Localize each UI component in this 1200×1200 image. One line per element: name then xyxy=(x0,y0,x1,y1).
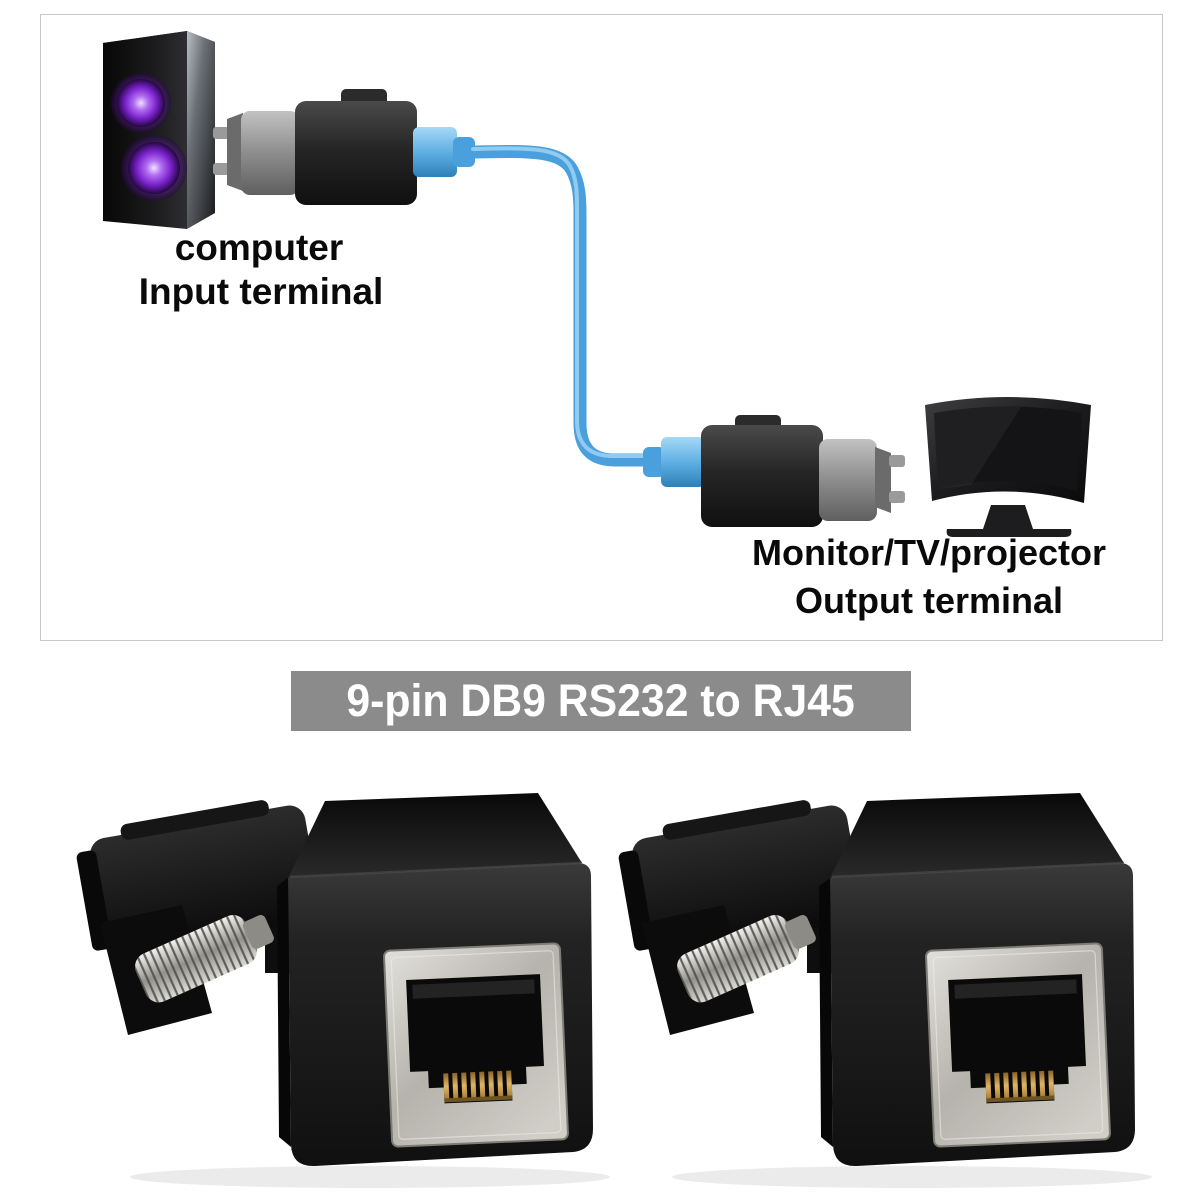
connection-diagram-box: computer Input terminal Monitor/TV/proje… xyxy=(40,14,1163,641)
db9-connector-icon xyxy=(875,447,891,513)
connection-diagram-graphic xyxy=(103,31,1091,537)
computer-tower-icon xyxy=(103,31,215,229)
db9-connector-icon xyxy=(227,113,243,191)
banner-title: 9-pin DB9 RS232 to RJ45 xyxy=(346,675,856,726)
monitor-icon xyxy=(925,397,1091,537)
input-terminal-label: Input terminal xyxy=(138,271,384,312)
adapter-product-photo-left xyxy=(70,791,612,1190)
product-photos xyxy=(70,791,1154,1190)
ethernet-cable-icon xyxy=(466,144,652,467)
fan-icon xyxy=(128,142,180,194)
monitor-label: Monitor/TV/projector xyxy=(752,532,1106,573)
fan-icon xyxy=(117,79,165,127)
adapter-product-photo-right xyxy=(612,791,1154,1190)
title-banner: 9-pin DB9 RS232 to RJ45 xyxy=(291,671,911,731)
output-terminal-label: Output terminal xyxy=(795,580,1063,621)
computer-label: computer xyxy=(174,227,344,268)
output-adapter-icon xyxy=(643,415,905,527)
input-adapter-icon xyxy=(213,89,475,205)
rj45-plug-icon xyxy=(413,127,457,177)
rj45-plug-icon xyxy=(661,437,705,487)
